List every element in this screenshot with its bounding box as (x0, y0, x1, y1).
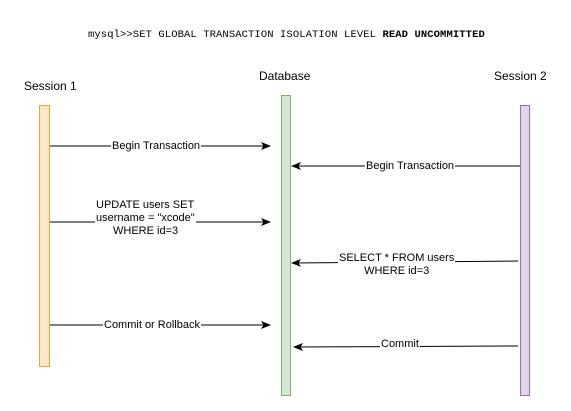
message-line: Begin Transaction (112, 140, 201, 152)
message-line: Commit (381, 338, 419, 350)
message-begin-transaction-2: Begin Transaction (365, 160, 456, 173)
session2-label: Session 2 (494, 69, 547, 83)
message-line: SELECT * FROM users (339, 252, 455, 264)
session1-label: Session 1 (24, 79, 77, 93)
message-line: Begin Transaction (366, 160, 455, 172)
session1-lifeline (39, 105, 50, 367)
isolation-level-command: mysql>>SET GLOBAL TRANSACTION ISOLATION … (88, 29, 485, 41)
message-line: username = "xcode" (96, 212, 195, 224)
message-select: SELECT * FROM users WHERE id=3 (338, 252, 456, 278)
message-line: WHERE id=3 (364, 265, 430, 277)
message-line: Commit or Rollback (104, 319, 200, 331)
message-commit: Commit (380, 338, 420, 351)
message-line: UPDATE users SET (96, 199, 195, 211)
message-line: WHERE id=3 (113, 225, 179, 237)
database-label: Database (259, 69, 311, 83)
command-prefix: mysql>>SET GLOBAL TRANSACTION ISOLATION … (88, 29, 383, 41)
message-begin-transaction-1: Begin Transaction (111, 140, 202, 153)
message-update: UPDATE users SET username = "xcode" WHER… (95, 199, 196, 238)
database-lifeline (281, 95, 291, 396)
session2-lifeline (520, 105, 530, 396)
message-commit-or-rollback: Commit or Rollback (103, 319, 201, 332)
command-isolation-level: READ UNCOMMITTED (382, 29, 485, 41)
